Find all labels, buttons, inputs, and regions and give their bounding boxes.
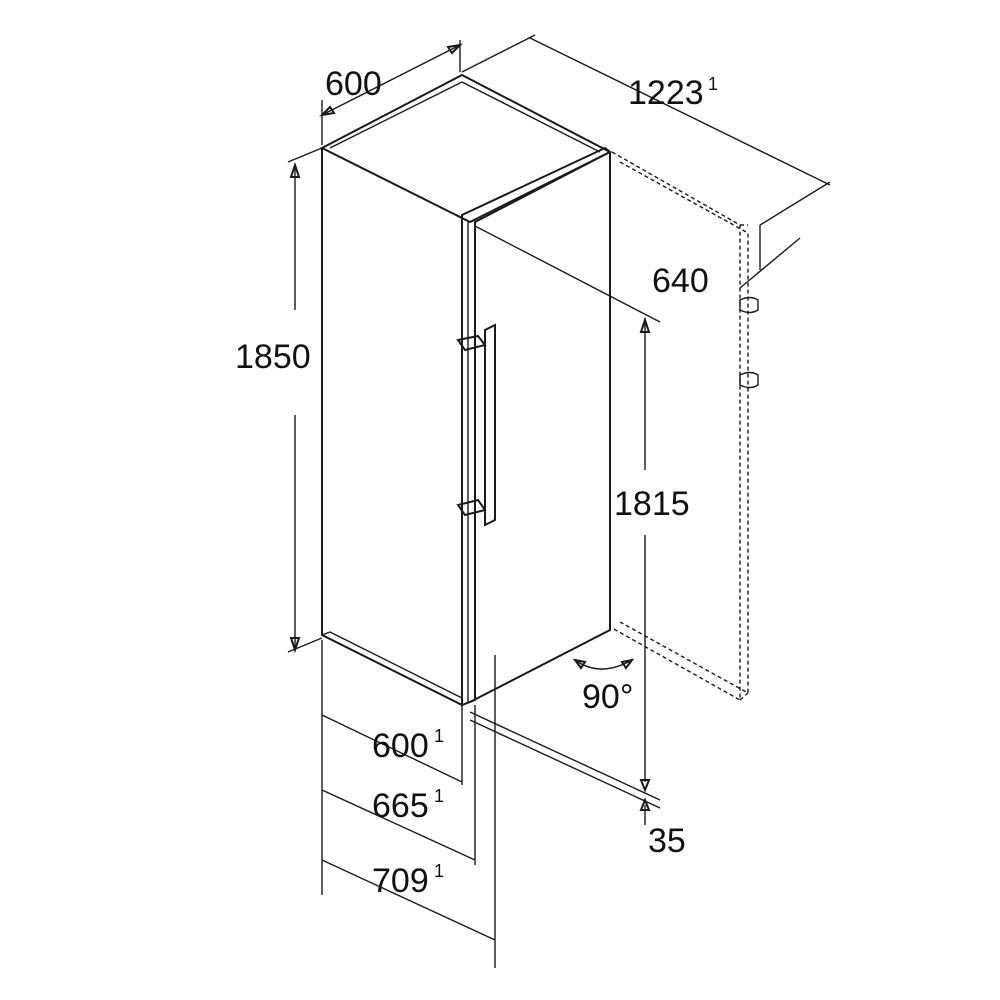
label-height-1815: 1815: [614, 485, 690, 523]
dim-height-1850: 1850: [235, 147, 323, 654]
label-gap-35: 35: [648, 822, 686, 860]
note-600: 1: [434, 726, 444, 746]
door-handle: [456, 323, 496, 527]
note-1223: 1: [708, 74, 718, 94]
dim-depth-600-bottom: 600 1: [321, 640, 463, 895]
label-angle-90: 90°: [582, 678, 633, 716]
label-depth-709: 709: [372, 862, 429, 900]
dim-gap-35: 35: [469, 711, 686, 860]
label-height-1850: 1850: [235, 338, 311, 376]
wall-outline: [611, 151, 759, 702]
label-width-600: 600: [325, 65, 382, 103]
door-angle-indicator: 90°: [572, 658, 635, 716]
label-depth-1223: 1223: [628, 74, 704, 112]
note-665: 1: [434, 786, 444, 806]
note-709: 1: [434, 861, 444, 881]
fridge-body: [319, 73, 613, 706]
dim-depth-1223: 1223 1: [461, 34, 831, 226]
label-depth-600: 600: [372, 727, 429, 765]
dim-depth-709: 709 1: [321, 655, 496, 968]
label-depth-640: 640: [652, 262, 709, 300]
dim-depth-665: 665 1: [321, 705, 476, 865]
dim-depth-640: 640: [474, 225, 801, 323]
dim-width-600: 600: [319, 40, 463, 145]
label-depth-665: 665: [372, 787, 429, 825]
dim-height-1815: 1815: [614, 316, 690, 770]
